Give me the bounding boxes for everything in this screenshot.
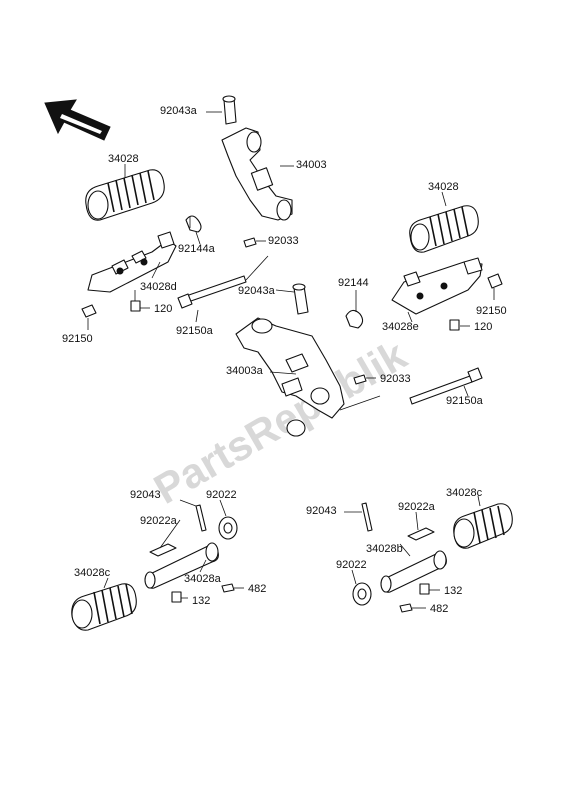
bolt-92150-left [81, 304, 97, 318]
spring-92144a [185, 215, 202, 233]
label-120-left: 120 [154, 303, 172, 315]
bolt-120-right [449, 319, 460, 331]
label-34003: 34003 [296, 159, 327, 171]
clip-92022a-left [149, 543, 177, 557]
bolt-120-left [130, 290, 141, 312]
pin-92043a-top [222, 95, 237, 125]
pin-92043-right [361, 502, 373, 532]
label-34003a: 34003a [226, 365, 264, 377]
label-34028-left: 34028 [108, 153, 139, 165]
clip-92033-mid [353, 374, 367, 385]
label-34028c-right: 34028c [446, 487, 483, 499]
label-120-right: 120 [474, 321, 492, 333]
washer-92022-right [352, 582, 372, 606]
pin-92043a-mid [292, 283, 309, 315]
footpeg-rubber-left-lower [71, 583, 137, 631]
label-92150a-right: 92150a [446, 395, 484, 407]
washer-92022-left [218, 516, 238, 540]
clip-482-right [399, 603, 413, 613]
label-92033-top: 92033 [268, 235, 299, 247]
label-92150-left: 92150 [62, 333, 93, 345]
leader-lines [87, 111, 495, 609]
label-132-left: 132 [192, 595, 210, 607]
footpeg-rubber-right-lower [453, 503, 513, 549]
label-92043a-top: 92043a [160, 105, 198, 117]
front-direction-arrow-icon [44, 99, 111, 141]
label-92043a-mid: 92043a [238, 285, 276, 297]
bolt-92150a-right [409, 367, 483, 405]
label-482-right: 482 [430, 603, 448, 615]
label-92043-left: 92043 [130, 489, 161, 501]
label-92033-mid: 92033 [380, 373, 411, 385]
label-132-right: 132 [444, 585, 462, 597]
spring-92144 [345, 309, 364, 329]
bolt-132-right [419, 583, 430, 595]
clip-482-left [221, 583, 235, 593]
footpeg-shaft-34028b [380, 550, 447, 593]
bolt-92150-right [487, 273, 503, 289]
label-92150a-left: 92150a [176, 325, 214, 337]
bracket-34003a [235, 317, 381, 437]
footpeg-bracket-left-upper [87, 231, 177, 293]
footpeg-shaft-34028a [144, 542, 219, 589]
label-92022a-right: 92022a [398, 501, 436, 513]
clip-92033-top [243, 237, 257, 248]
clip-92022a-right [407, 527, 435, 541]
bracket-34003 [221, 127, 293, 221]
part-number-labels: 92043a 34003 34028 92144a 92033 34028d 1… [62, 105, 507, 615]
label-92144a: 92144a [178, 243, 216, 255]
footpeg-rubber-right-upper [409, 205, 479, 253]
bolt-92150a-left [177, 255, 269, 309]
label-34028c-left: 34028c [74, 567, 111, 579]
label-92022a-left: 92022a [140, 515, 178, 527]
label-34028-right: 34028 [428, 181, 459, 193]
bolt-132-left [171, 591, 182, 603]
label-34028b: 34028b [366, 543, 403, 555]
footpeg-rubber-left-upper [85, 169, 165, 221]
label-92144: 92144 [338, 277, 369, 289]
label-34028d: 34028d [140, 281, 177, 293]
label-92043-right: 92043 [306, 505, 337, 517]
label-92022-right: 92022 [336, 559, 367, 571]
label-34028e: 34028e [382, 321, 419, 333]
pin-92043-left [195, 504, 207, 532]
label-92150-right: 92150 [476, 305, 507, 317]
label-34028a: 34028a [184, 573, 222, 585]
label-92022-left: 92022 [206, 489, 237, 501]
label-482-left: 482 [248, 583, 266, 595]
footpeg-bracket-right-upper [391, 257, 483, 315]
